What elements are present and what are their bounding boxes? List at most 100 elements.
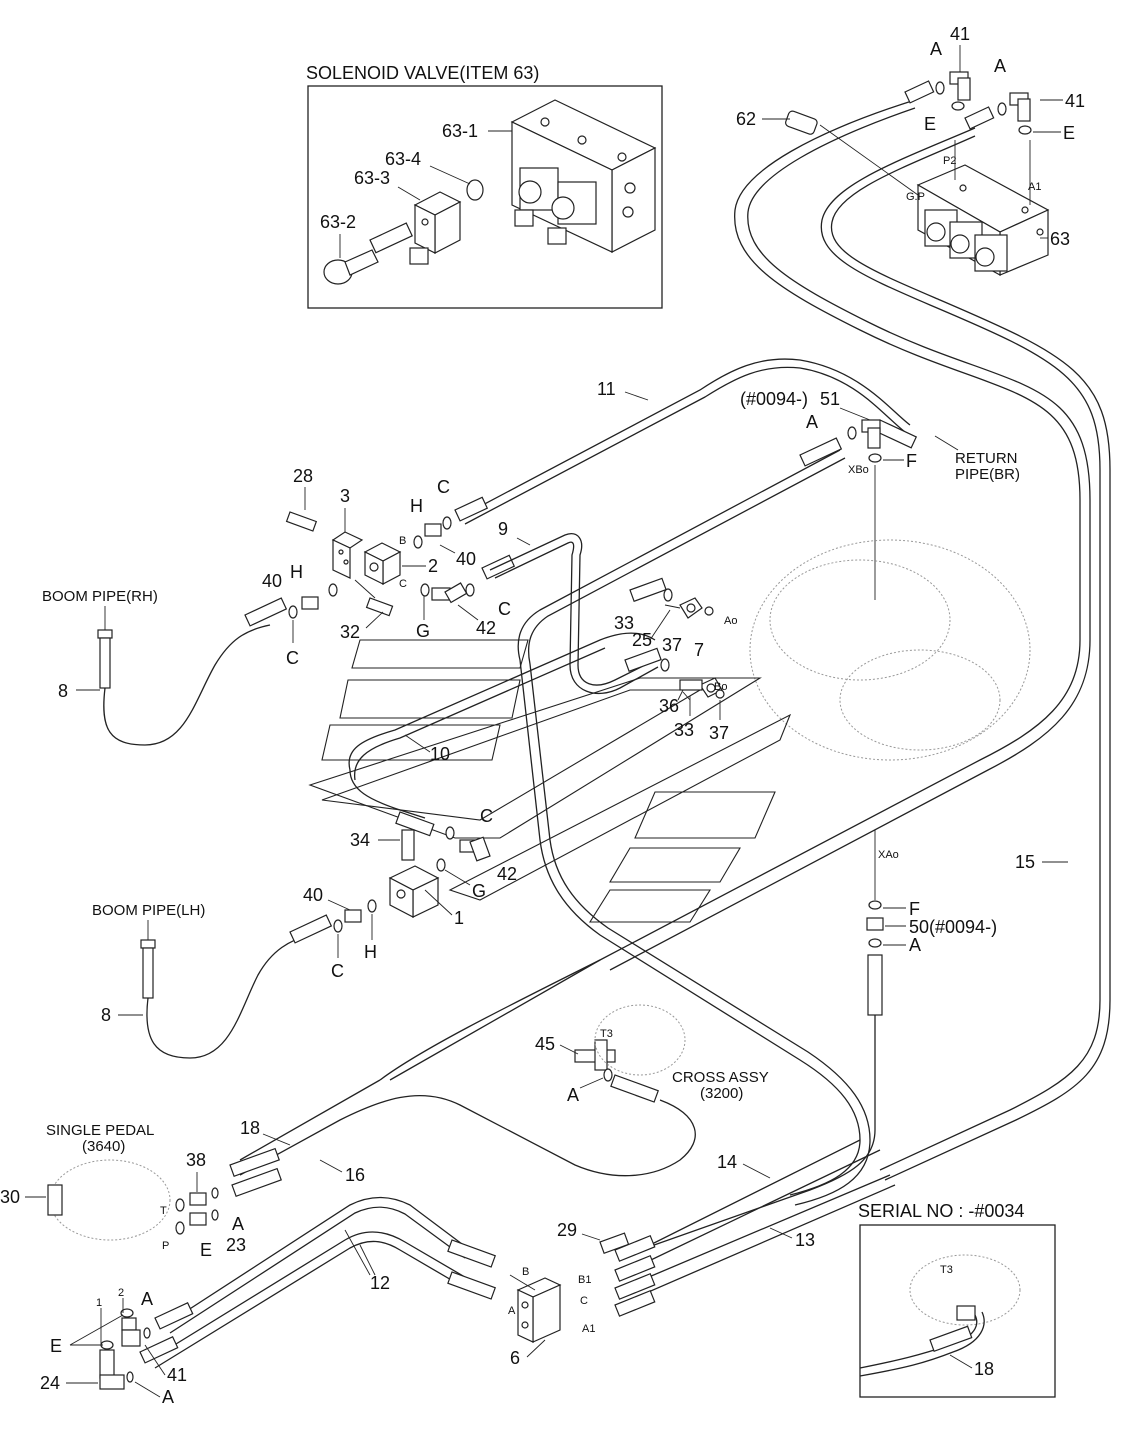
o-ring-e-right bbox=[1018, 125, 1032, 135]
coil-block-63-3 bbox=[409, 191, 462, 265]
o-ring-a-top bbox=[935, 81, 945, 95]
callout-1: 1 bbox=[454, 908, 464, 928]
o-ring-a-51 bbox=[847, 426, 857, 440]
o-ring-37-top bbox=[704, 606, 714, 616]
hose-10-b bbox=[353, 647, 606, 781]
callout-a-51: A bbox=[806, 412, 818, 432]
callout-41-right: 41 bbox=[1065, 91, 1085, 111]
callout-41-bottom: 41 bbox=[167, 1365, 187, 1385]
boom-pipe-lh-fitting bbox=[140, 939, 156, 949]
serial-inset-frame bbox=[859, 1224, 1056, 1398]
hose-10-a bbox=[348, 632, 656, 771]
callout-30: 30 bbox=[0, 1187, 20, 1207]
callout-41-top: 41 bbox=[950, 24, 970, 44]
hose-18-route bbox=[239, 1079, 381, 1161]
hose-16-route bbox=[239, 1094, 696, 1177]
hose-15-outer bbox=[379, 99, 1081, 1081]
callout-23: 23 bbox=[226, 1235, 246, 1255]
callout-8-lh: 8 bbox=[101, 1005, 111, 1025]
hose-end-vertical bbox=[867, 954, 883, 1016]
o-ring-f-mid bbox=[868, 900, 882, 910]
callout-e-pedal: E bbox=[200, 1240, 212, 1260]
callout-9: 9 bbox=[498, 519, 508, 539]
pressure-sensor-62 bbox=[785, 110, 818, 135]
callout-63: 63 bbox=[1050, 229, 1070, 249]
hose-end-18-serial bbox=[929, 1325, 973, 1353]
solenoid-title: SOLENOID VALVE(ITEM 63) bbox=[306, 63, 539, 83]
hose-8-rh-coupler bbox=[244, 597, 288, 627]
hose-12-upper-a bbox=[164, 1196, 471, 1326]
hose-end-16 bbox=[231, 1167, 282, 1198]
hose-12-lower-a bbox=[149, 1231, 471, 1361]
callout-a-pedal: A bbox=[232, 1214, 244, 1234]
hose-end-33-bottom bbox=[624, 647, 662, 673]
solenoid-valve-63 bbox=[916, 164, 1050, 277]
o-ring-e-top bbox=[951, 101, 965, 111]
elbow-serial bbox=[956, 1305, 976, 1321]
single-pedal-2: (3640) bbox=[82, 1138, 125, 1155]
callout-51: 51 bbox=[820, 389, 840, 409]
port-b-block: B bbox=[399, 535, 406, 547]
o-ring-c-bottom bbox=[333, 919, 343, 933]
hose-9-a bbox=[489, 533, 656, 686]
hose-14-b bbox=[629, 1149, 881, 1271]
callout-f-mid: F bbox=[909, 899, 920, 919]
port-a-6: A bbox=[508, 1305, 516, 1317]
o-ring-a-pedal bbox=[211, 1187, 219, 1199]
cross-assy-1: CROSS ASSY bbox=[672, 1069, 769, 1086]
hose-13-14-inner bbox=[830, 135, 1111, 1181]
o-ring-c-mid bbox=[445, 826, 455, 840]
block-2 bbox=[363, 542, 402, 585]
o-ring-t bbox=[175, 1198, 185, 1212]
callout-38: 38 bbox=[186, 1150, 206, 1170]
hose-end-top-2 bbox=[964, 106, 995, 130]
o-ring-a-cross bbox=[603, 1068, 613, 1082]
callout-37-top: 37 bbox=[662, 635, 682, 655]
callout-a-cross: A bbox=[567, 1085, 579, 1105]
o-ring-a-bl2 bbox=[126, 1371, 134, 1383]
port-a1-6: A1 bbox=[582, 1323, 595, 1335]
callout-h-left: H bbox=[290, 562, 303, 582]
callout-40-left: 40 bbox=[262, 571, 282, 591]
port-p: P bbox=[162, 1240, 169, 1252]
hose-15-lower bbox=[389, 959, 601, 1081]
o-ring-a-mid bbox=[868, 938, 882, 948]
callout-g-top: G bbox=[416, 621, 430, 641]
callout-13: 13 bbox=[795, 1230, 815, 1250]
bolt-28 bbox=[285, 511, 318, 532]
adapter-50 bbox=[866, 917, 884, 931]
hose-end-top-1 bbox=[904, 80, 935, 104]
callout-14: 14 bbox=[717, 1152, 737, 1172]
port-gp: G.P bbox=[906, 191, 925, 203]
o-ring-g-bottom bbox=[436, 858, 446, 872]
o-ring-63-4 bbox=[466, 179, 484, 201]
port-2: 2 bbox=[118, 1287, 124, 1299]
o-ring-33-top bbox=[663, 588, 673, 602]
hose-12-lower-b bbox=[154, 1240, 466, 1369]
callout-a-bl2: A bbox=[162, 1387, 174, 1407]
hose-end-12-b bbox=[447, 1239, 496, 1268]
callout-37-bottom: 37 bbox=[709, 723, 729, 743]
main-control-valve-ghost bbox=[749, 539, 1031, 761]
callout-33-bottom: 33 bbox=[674, 720, 694, 740]
hose-13-b bbox=[629, 1184, 896, 1301]
o-ring-e-bl1 bbox=[120, 1308, 134, 1318]
port-t: T bbox=[160, 1205, 167, 1217]
port-t3-cross: T3 bbox=[600, 1028, 613, 1040]
single-pedal-ghost bbox=[49, 1159, 171, 1241]
callout-63-1: 63-1 bbox=[442, 121, 478, 141]
callout-33-top: 33 bbox=[614, 613, 634, 633]
return-pipe-1: RETURN bbox=[955, 450, 1018, 467]
elbow-41-right bbox=[1009, 92, 1031, 122]
boom-pipe-lh: BOOM PIPE(LH) bbox=[92, 902, 205, 919]
callout-a-mid: A bbox=[909, 935, 921, 955]
solenoid-inset-frame bbox=[307, 85, 663, 309]
hose-13-route bbox=[527, 457, 871, 1206]
port-t3-serial: T3 bbox=[940, 1264, 953, 1276]
callout-6: 6 bbox=[510, 1348, 520, 1368]
o-ring-h-top bbox=[413, 535, 423, 549]
o-ring-c-right bbox=[465, 583, 475, 597]
hose-10-c bbox=[349, 769, 426, 819]
o-ring-c-left bbox=[288, 605, 298, 619]
